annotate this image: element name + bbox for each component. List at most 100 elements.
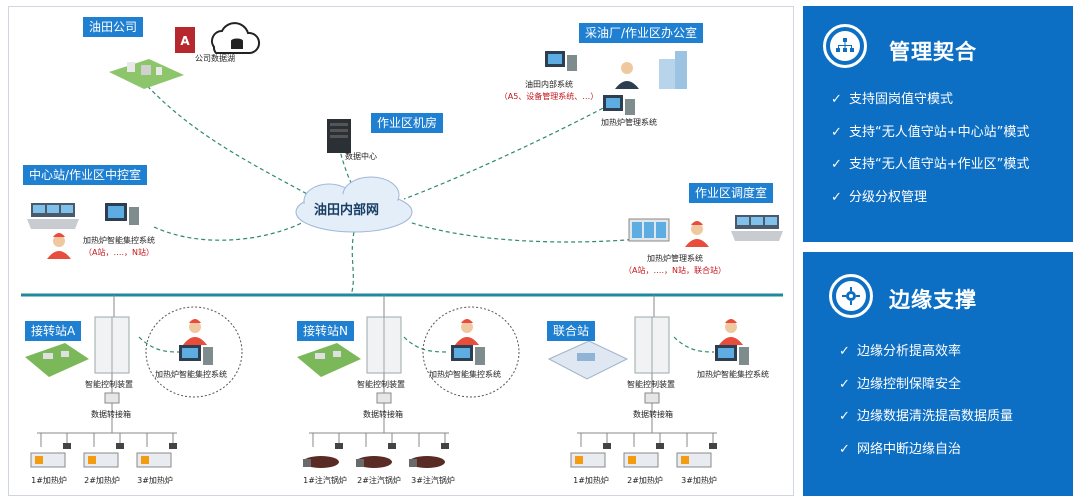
station-2-system: 加热炉智能集控系统 [697, 370, 769, 379]
svg-text:A: A [180, 34, 190, 48]
diagram-canvas: A [21, 22, 783, 468]
dispatch-room-tag: 作业区调度室 [689, 183, 774, 203]
management-title: 管理契合 [889, 40, 977, 64]
station-1-converter-icon [376, 392, 392, 404]
oilfield-company-tag: 油田公司 [83, 17, 144, 37]
dispatch-heater-system-detail: （A站，….，N站，联合站） [624, 266, 726, 275]
station-1-boiler-icon-1 [356, 456, 392, 468]
server-room-tag: 作业区机房 [371, 113, 444, 133]
check-icon: ✓ [839, 344, 850, 359]
oil-plant-office-tag: 采油厂/作业区办公室 [579, 23, 704, 43]
station-1-operator-icon [461, 321, 473, 333]
station-n-zone [422, 306, 520, 398]
station-2-camera-icon-1 [656, 443, 664, 449]
station-1-unit-0: 1#注汽锅炉 [303, 476, 347, 485]
station-2-converter-icon [644, 392, 660, 404]
check-icon: ✓ [831, 92, 842, 107]
station-1-unit-1: 2#注汽锅炉 [357, 476, 401, 485]
link-dispatch [408, 221, 660, 243]
station-1-camera-icon-0 [335, 443, 343, 449]
check-icon: ✓ [831, 189, 842, 205]
list-item: ✓边缘数据清洗提高数据质量 [839, 401, 1013, 434]
cloud-database-icon [211, 22, 260, 54]
list-item: ✓边缘分析提高效率 [839, 336, 1013, 369]
station-2-camera-icon-2 [709, 443, 717, 449]
station-0-unit-1: 2#加热炉 [84, 476, 120, 485]
station-2-control-device: 智能控制装置 [627, 380, 675, 389]
internal-network-cloud [295, 176, 413, 233]
link-union-system [673, 336, 715, 353]
network-diagram: A [8, 6, 794, 496]
management-panel: 管理契合 ✓支持固岗值守模式 ✓支持“无人值守站+中心站”模式 ✓支持“无人值守… [803, 6, 1073, 242]
office-building-icon [659, 51, 687, 89]
gear-icon [829, 274, 873, 318]
link-station-n-system [403, 336, 450, 353]
list-item: ✓支持“无人值守站+作业区”模式 [831, 149, 1029, 182]
station-0-converter: 数据转接箱 [91, 410, 131, 419]
oilfield-internal-systems-detail: （A5、设备管理系统、…） [499, 92, 599, 101]
company-campus-icon [109, 59, 184, 89]
station-2-camera-icon-0 [603, 443, 611, 449]
office-monitor-icon [545, 51, 577, 71]
station-0-camera-icon-2 [169, 443, 177, 449]
office-person-icon [615, 62, 639, 89]
station-1-camera-icon-2 [441, 443, 449, 449]
station-1-system: 加热炉智能集控系统 [429, 370, 501, 379]
control-desk-icon [27, 203, 79, 229]
station-1-unit-2: 3#注汽锅炉 [411, 476, 455, 485]
edge-panel: 边缘支撑 ✓边缘分析提高效率 ✓边缘控制保障安全 ✓边缘数据清洗提高数据质量 ✓… [803, 252, 1073, 496]
edge-list: ✓边缘分析提高效率 ✓边缘控制保障安全 ✓边缘数据清洗提高数据质量 ✓网络中断边… [839, 336, 1013, 466]
check-icon: ✓ [831, 157, 842, 172]
link-center-control [153, 218, 310, 241]
station-0-camera-icon-1 [116, 443, 124, 449]
dispatch-operator-icon [685, 221, 709, 247]
station-1-control-device: 智能控制装置 [357, 380, 405, 389]
station-2-tag: 联合站 [547, 321, 596, 341]
check-icon: ✓ [839, 376, 850, 392]
station-1-camera-icon-1 [388, 443, 396, 449]
station-0-operator-icon [189, 321, 201, 333]
station-2-converter: 数据转接箱 [633, 410, 673, 419]
check-icon: ✓ [839, 441, 850, 457]
center-heater-system-label: 加热炉智能集控系统 [83, 236, 155, 245]
station-2-unit-0: 1#加热炉 [573, 476, 609, 485]
station-0-converter-icon [104, 392, 120, 404]
list-item: ✓支持“无人值守站+中心站”模式 [831, 117, 1029, 150]
station-2-unit-1: 2#加热炉 [627, 476, 663, 485]
check-icon: ✓ [839, 409, 850, 424]
station-2-operator-icon [725, 321, 737, 333]
link-bus [350, 231, 355, 296]
company-datalake-label: 公司数据湖 [195, 54, 235, 63]
station-1-converter: 数据转接箱 [363, 410, 403, 419]
list-item: ✓边缘控制保障安全 [839, 369, 1013, 402]
dispatch-videowall-icon [628, 218, 670, 242]
internal-network-label: 油田内部网 [314, 203, 380, 218]
link-office [403, 104, 610, 200]
check-icon: ✓ [831, 124, 842, 140]
center-heater-system-detail: （A站，….，N站） [84, 248, 154, 257]
station-0-unit-2: 3#加热炉 [137, 476, 173, 485]
station-0-tag: 接转站A [25, 321, 82, 341]
oilfield-internal-systems-label: 油田内部系统 [525, 80, 573, 89]
station-1-site-icon [297, 343, 361, 377]
station-a-zone [145, 306, 243, 398]
edge-title: 边缘支撑 [889, 288, 977, 312]
station-1-boiler-icon-0 [303, 456, 339, 468]
link-station-a-system [138, 336, 180, 353]
station-0-unit-0: 1#加热炉 [31, 476, 67, 485]
dispatch-desk-icon [731, 215, 783, 241]
office-heater-mgmt-label: 加热炉管理系统 [601, 118, 657, 127]
data-center-label: 数据中心 [345, 152, 377, 161]
station-1-boiler-icon-2 [409, 456, 445, 468]
center-monitor-icon [105, 203, 139, 225]
feature-panels: 管理契合 ✓支持固岗值守模式 ✓支持“无人值守站+中心站”模式 ✓支持“无人值守… [803, 6, 1073, 496]
station-0-system: 加热炉智能集控系统 [155, 370, 227, 379]
station-1-tag: 接转站N [297, 321, 354, 341]
management-list: ✓支持固岗值守模式 ✓支持“无人值守站+中心站”模式 ✓支持“无人值守站+作业区… [831, 84, 1029, 214]
list-item: ✓支持固岗值守模式 [831, 84, 1029, 117]
station-0-control-device: 智能控制装置 [85, 380, 133, 389]
center-control-tag: 中心站/作业区中控室 [23, 165, 148, 185]
database-app-icon: A [175, 27, 195, 53]
station-0-site-icon [25, 343, 89, 377]
station-2-unit-2: 3#加热炉 [681, 476, 717, 485]
